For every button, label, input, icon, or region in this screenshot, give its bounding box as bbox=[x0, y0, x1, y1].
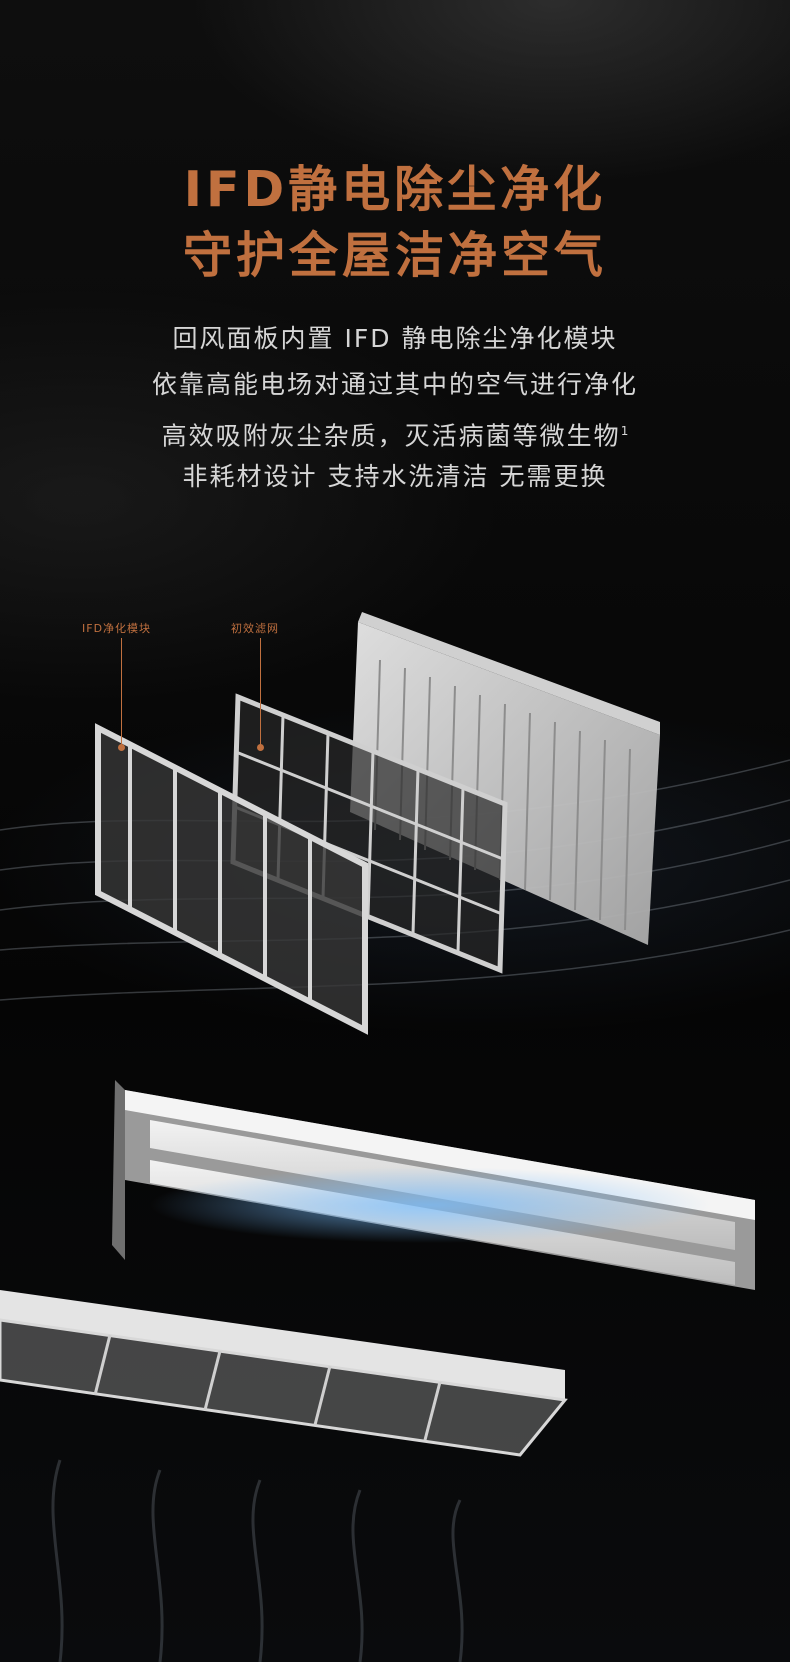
description-line-1: 回风面板内置 IFD 静电除尘净化模块 bbox=[172, 324, 618, 353]
ifd-module bbox=[95, 723, 368, 1035]
filter-tray bbox=[0, 1290, 568, 1457]
callout-line-ifd-module bbox=[121, 638, 122, 746]
callout-line-primary-filter bbox=[260, 638, 261, 746]
bottom-haze bbox=[51, 1459, 464, 1662]
description-block: 回风面板内置 IFD 静电除尘净化模块 依靠高能电场对通过其中的空气进行净化 高… bbox=[0, 316, 790, 500]
headline-line-2: 守护全屋洁净空气 bbox=[182, 227, 607, 284]
description-line-3: 高效吸附灰尘杂质，灭活病菌等微生物1 bbox=[0, 408, 790, 454]
description-line-4: 非耗材设计 支持水洗清洁 无需更换 bbox=[182, 462, 608, 491]
callout-label-primary-filter: 初效滤网 bbox=[231, 622, 279, 635]
description-line-2: 依靠高能电场对通过其中的空气进行净化 bbox=[151, 370, 638, 399]
footnote-marker: 1 bbox=[620, 424, 629, 438]
callout-dot-ifd-module bbox=[118, 744, 125, 751]
headline-line-1: IFD静电除尘净化 bbox=[183, 161, 607, 218]
back-grille-panel bbox=[350, 612, 660, 945]
description-line-3-text: 高效吸附灰尘杂质，灭活病菌等微生物 bbox=[161, 421, 621, 451]
vent-unit bbox=[112, 1080, 755, 1290]
callout-label-ifd-module: IFD净化模块 bbox=[82, 622, 152, 635]
callout-dot-primary-filter bbox=[257, 744, 264, 751]
